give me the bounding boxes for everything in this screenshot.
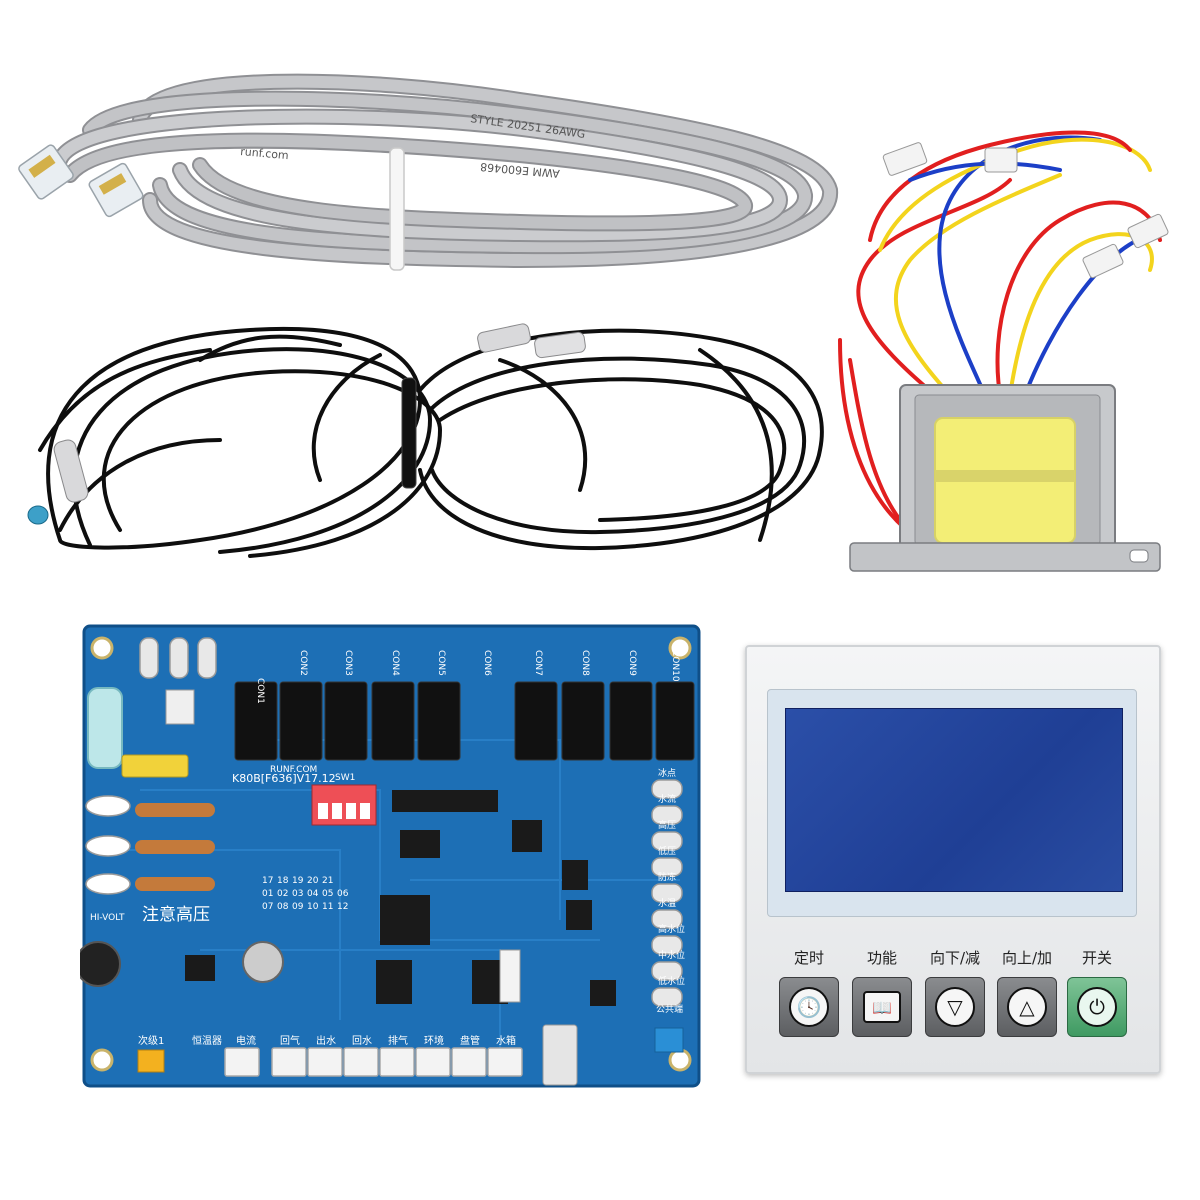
grid-number: 03	[292, 889, 303, 899]
grid-number: 21	[322, 876, 333, 886]
triangle-down-icon: ▽	[935, 987, 975, 1027]
side-label: 高压	[658, 819, 676, 831]
bottom-label: 回水	[352, 1035, 372, 1047]
timer-label: 定时	[793, 949, 824, 967]
grid-number: 20	[307, 876, 319, 886]
connector-label: CON9	[627, 650, 637, 676]
function-button-group: 功能 📖	[850, 947, 914, 1037]
board-model-label: K80B[F636]V17.12	[232, 772, 336, 785]
grid-number: 05	[322, 889, 333, 899]
function-label: 功能	[866, 949, 897, 967]
bottom-label: 电流	[236, 1034, 256, 1047]
down-label: 向下/减	[929, 949, 981, 967]
function-button[interactable]: 📖	[852, 977, 912, 1037]
board-switch-label: SW1	[335, 773, 355, 783]
bottom-label: 水箱	[496, 1034, 516, 1047]
side-label: 水流	[658, 793, 676, 805]
cable-print-2: runf.com	[240, 145, 289, 162]
power-label: 开关	[1081, 949, 1112, 967]
timer-button-group: 定时 🕓	[777, 947, 841, 1037]
connector-label: CON6	[482, 650, 492, 676]
board-site-label: RUNF.COM	[270, 765, 317, 775]
bottom-label: 环境	[424, 1034, 444, 1047]
side-label: 水温	[658, 897, 676, 909]
connector-label: CON10	[670, 650, 680, 682]
grid-number: 01	[262, 889, 273, 899]
up-button[interactable]: △	[997, 977, 1057, 1037]
up-label: 向上/加	[1001, 949, 1053, 967]
bottom-label: 排气	[388, 1034, 408, 1047]
bottom-label: 恒温器	[192, 1034, 222, 1047]
grid-number: 02	[277, 889, 288, 899]
side-label: 防冻	[658, 871, 676, 883]
side-label: 高水位	[658, 923, 685, 935]
control-board: K80B[F636]V17.12 RUNF.COM SW1 注意高压 HI-VO…	[80, 624, 701, 1088]
grid-number: 08	[277, 902, 289, 912]
side-label: 低压	[658, 845, 676, 857]
clock-icon: 🕓	[789, 987, 829, 1027]
gray-communication-cable: STYLE 20251 26AWG runf.com AWM E600468	[18, 73, 1169, 572]
connector-label: CON3	[343, 650, 353, 676]
up-button-group: 向上/加 △	[995, 947, 1059, 1037]
connector-label: CON8	[580, 650, 590, 676]
triangle-up-icon: △	[1007, 987, 1047, 1027]
grid-number: 18	[277, 876, 289, 886]
board-hi-volt-label: HI-VOLT	[90, 913, 125, 923]
grid-number: 06	[337, 889, 349, 899]
grid-number: 11	[322, 902, 333, 912]
book-icon: 📖	[863, 991, 901, 1023]
grid-number: 12	[337, 902, 348, 912]
power-icon: ⏻	[1077, 987, 1117, 1027]
power-button-group: 开关 ⏻	[1065, 947, 1129, 1037]
connector-label: CON1	[255, 678, 265, 704]
timer-button[interactable]: 🕓	[779, 977, 839, 1037]
bottom-label: 出水	[316, 1034, 336, 1047]
grid-number: 17	[262, 876, 273, 886]
connector-label: CON7	[533, 650, 543, 676]
grid-number: 07	[262, 902, 273, 912]
power-button[interactable]: ⏻	[1067, 977, 1127, 1037]
connector-label: CON2	[298, 650, 308, 676]
side-label: 低水位	[658, 975, 685, 987]
board-warning-text: 注意高压	[142, 905, 210, 925]
lcd-screen	[785, 708, 1123, 892]
grid-number: 04	[307, 889, 319, 899]
connector-label: CON5	[436, 650, 446, 676]
side-label: 公共端	[656, 1003, 683, 1015]
bottom-label: 次级1	[138, 1034, 164, 1047]
bottom-label: 盘管	[460, 1034, 480, 1047]
grid-number: 19	[292, 876, 304, 886]
side-label: 中水位	[658, 949, 685, 961]
grid-number: 10	[307, 902, 319, 912]
side-label: 冰点	[658, 767, 676, 779]
down-button[interactable]: ▽	[925, 977, 985, 1037]
bottom-label: 回气	[280, 1034, 300, 1047]
grid-number: 09	[292, 902, 304, 912]
down-button-group: 向下/减 ▽	[923, 947, 987, 1037]
lcd-bezel	[767, 689, 1137, 917]
wired-controller: 定时 🕓 功能 📖 向下/减 ▽ 向上/加 △ 开关 ⏻	[745, 645, 1161, 1074]
connector-label: CON4	[390, 650, 400, 676]
